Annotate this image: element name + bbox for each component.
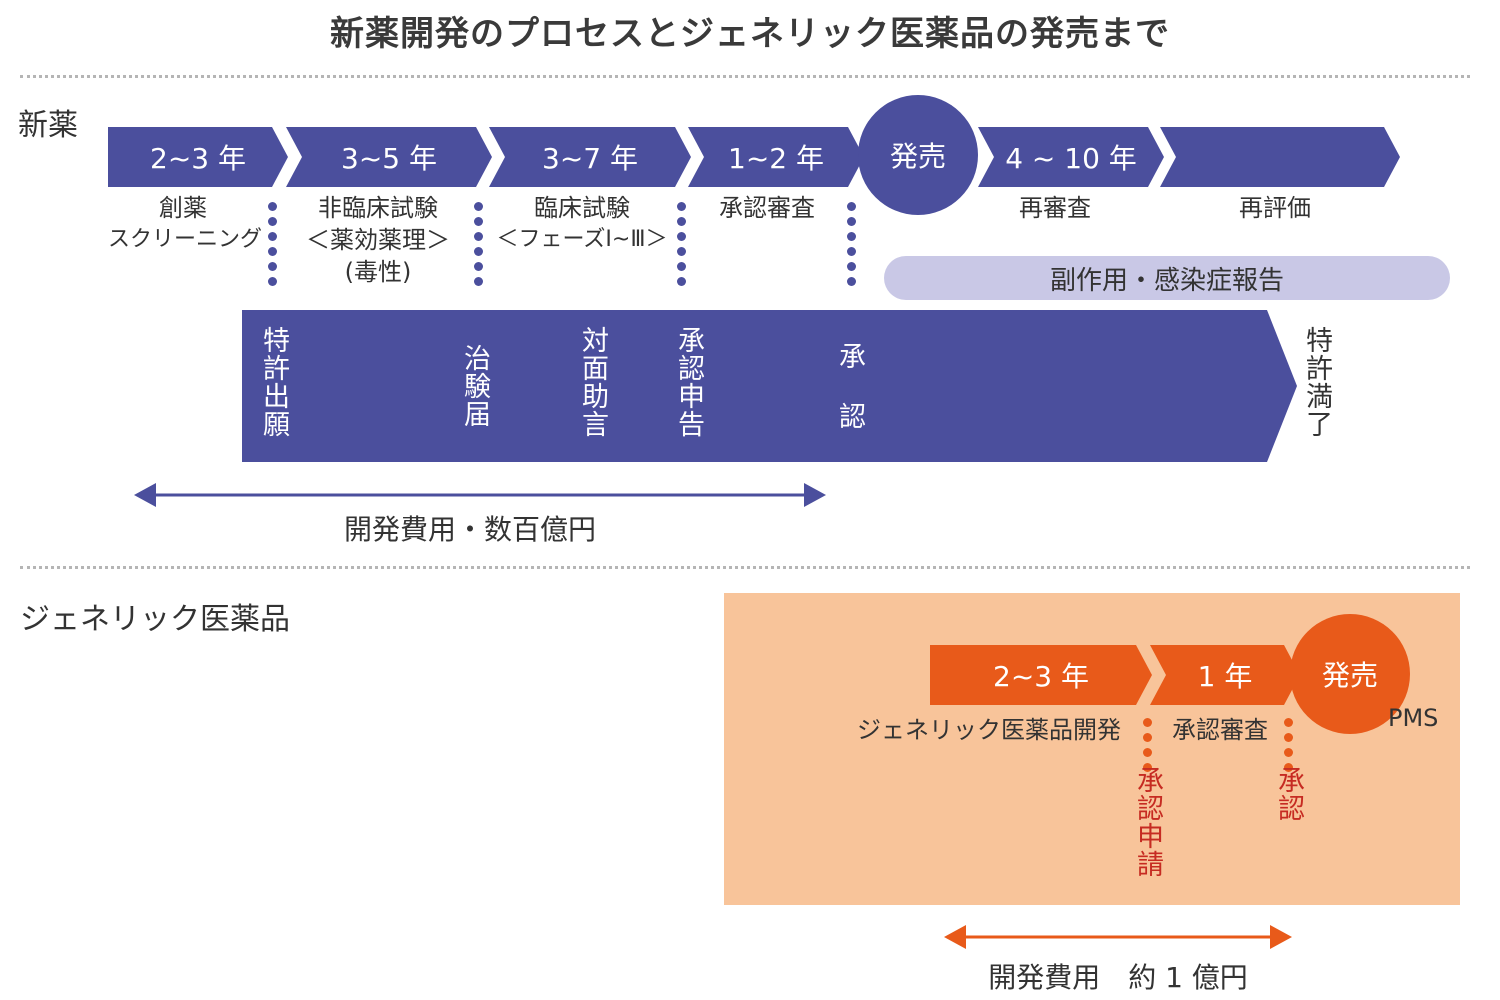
generic-launch-label: 発売: [1321, 659, 1378, 692]
diagram-title: 新薬開発のプロセスとジェネリック医薬品の発売まで: [330, 14, 1170, 54]
phase-nonclinical-arrow: 3~5 年: [286, 127, 492, 187]
phase-nonclinical-duration: 3~5 年: [341, 142, 437, 175]
generic-dev-duration: 2~3 年: [993, 660, 1089, 693]
separator-dots-2: [474, 202, 483, 292]
new-drug-cost-range-arrow: [134, 483, 826, 507]
milestone-trial-notification: 治験届: [459, 344, 490, 428]
new-drug-label: 新薬: [18, 108, 78, 143]
generic-stage-dev-text: ジェネリック医薬品開発: [857, 716, 1121, 744]
milestone-consultation: 対面助言: [577, 326, 608, 438]
separator-dots-3: [677, 202, 686, 292]
stage-reexam: 再審査: [980, 192, 1130, 224]
generic-stage-review: 承認審査: [1158, 714, 1282, 746]
milestone-approval-char1: 承: [834, 342, 865, 370]
stage-nonclinical-line2: ＜薬効薬理＞: [306, 226, 450, 254]
phase-review-duration: 1~2 年: [728, 142, 824, 175]
milestone-patent-filing: 特許出願: [258, 326, 289, 438]
separator-dots-4: [847, 202, 856, 292]
new-drug-launch-label: 発売: [889, 140, 946, 173]
middle-divider: [20, 566, 1470, 569]
phase-reexam-duration: 4 ~ 10 年: [1005, 142, 1137, 175]
generic-milestone-approval: 承認: [1273, 766, 1304, 822]
stage-nonclinical: 非臨床試験 ＜薬効薬理＞ (毒性): [288, 192, 468, 288]
generic-dev-arrow: 2~3 年: [930, 645, 1152, 705]
phase-discovery-duration: 2~3 年: [150, 142, 246, 175]
stage-nonclinical-line1: 非臨床試験: [318, 194, 438, 222]
phase-clinical-arrow: 3~7 年: [489, 127, 691, 187]
new-drug-launch-circle: 発売: [858, 95, 978, 215]
generic-separator-dots-1: [1143, 718, 1152, 778]
generic-label: ジェネリック医薬品: [20, 602, 290, 637]
stage-reeval: 再評価: [1180, 192, 1370, 224]
stage-nonclinical-line3: (毒性): [344, 258, 412, 286]
milestone-approval-application: 承認申告: [673, 326, 704, 438]
patent-period-arrow: [242, 310, 1297, 462]
phase-review-arrow: 1~2 年: [688, 127, 864, 187]
phase-reeval-arrow: [1160, 127, 1400, 187]
stage-clinical-line2: ＜フェーズⅠ~Ⅲ＞: [496, 227, 668, 252]
patent-expiry-label: 特許満了: [1301, 326, 1332, 438]
generic-review-duration: 1 年: [1197, 660, 1253, 693]
stage-clinical-line1: 臨床試験: [534, 194, 630, 222]
phase-discovery-arrow: 2~3 年: [108, 127, 288, 187]
stage-review: 承認審査: [690, 192, 844, 224]
generic-cost-label: 開発費用 約 1 億円: [988, 961, 1248, 994]
stage-reeval-line1: 再評価: [1239, 194, 1311, 222]
stage-review-line1: 承認審査: [719, 194, 815, 222]
stage-clinical: 臨床試験 ＜フェーズⅠ~Ⅲ＞: [490, 192, 674, 256]
generic-separator-dots-2: [1284, 718, 1293, 778]
phase-reexam-arrow: 4 ~ 10 年: [978, 127, 1164, 187]
stage-discovery-line2: スクリーニング: [108, 227, 263, 252]
stage-reexam-line1: 再審査: [1019, 194, 1091, 222]
separator-dots-1: [268, 202, 277, 292]
stage-discovery: 創薬 スクリーニング: [108, 192, 263, 256]
generic-launch-circle: 発売: [1290, 614, 1410, 734]
generic-review-arrow: 1 年: [1150, 645, 1300, 705]
generic-stage-review-text: 承認審査: [1172, 716, 1268, 744]
stage-discovery-line1: 創薬: [159, 194, 207, 222]
milestone-approval-char2: 認: [834, 402, 865, 430]
top-divider: [20, 75, 1470, 78]
pms-label: PMS: [1388, 704, 1439, 732]
generic-stage-dev: ジェネリック医薬品開発: [846, 714, 1132, 746]
generic-milestone-application: 承認申請: [1132, 766, 1163, 878]
new-drug-cost-label: 開発費用・数百億円: [343, 513, 596, 546]
phase-clinical-duration: 3~7 年: [542, 142, 638, 175]
generic-cost-range-arrow: [944, 925, 1292, 949]
adverse-reaction-report-pill: 副作用・感染症報告: [884, 256, 1450, 300]
